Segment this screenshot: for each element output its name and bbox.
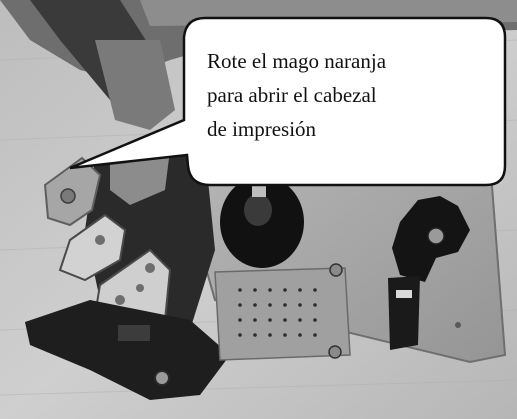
print-head-base <box>25 300 230 400</box>
spool-center <box>244 194 272 226</box>
knob-screw <box>60 188 76 204</box>
callout-line-2: para abrir el cabezal <box>207 83 377 107</box>
star-knob-screw <box>427 227 445 245</box>
callout-line-3: de impresión <box>207 117 317 141</box>
plate-screw <box>455 322 461 328</box>
callout-bubble <box>69 16 507 187</box>
lever-marker <box>396 290 412 298</box>
side-lever <box>388 276 420 350</box>
connector <box>118 325 150 341</box>
base-screw <box>154 370 170 386</box>
left-bracket <box>95 40 175 130</box>
arm-screw-3 <box>136 284 144 292</box>
print-head-bracket <box>58 213 127 282</box>
arm-screw-1 <box>145 263 155 273</box>
callout-line-1: Rote el mago naranja <box>207 49 387 73</box>
arm-screw-2 <box>115 295 125 305</box>
callout-text: Rote el mago naranja para abrir el cabez… <box>207 44 475 146</box>
spool-clip <box>252 185 266 197</box>
bracket-screw <box>95 235 105 245</box>
perforated-plate <box>214 263 351 361</box>
